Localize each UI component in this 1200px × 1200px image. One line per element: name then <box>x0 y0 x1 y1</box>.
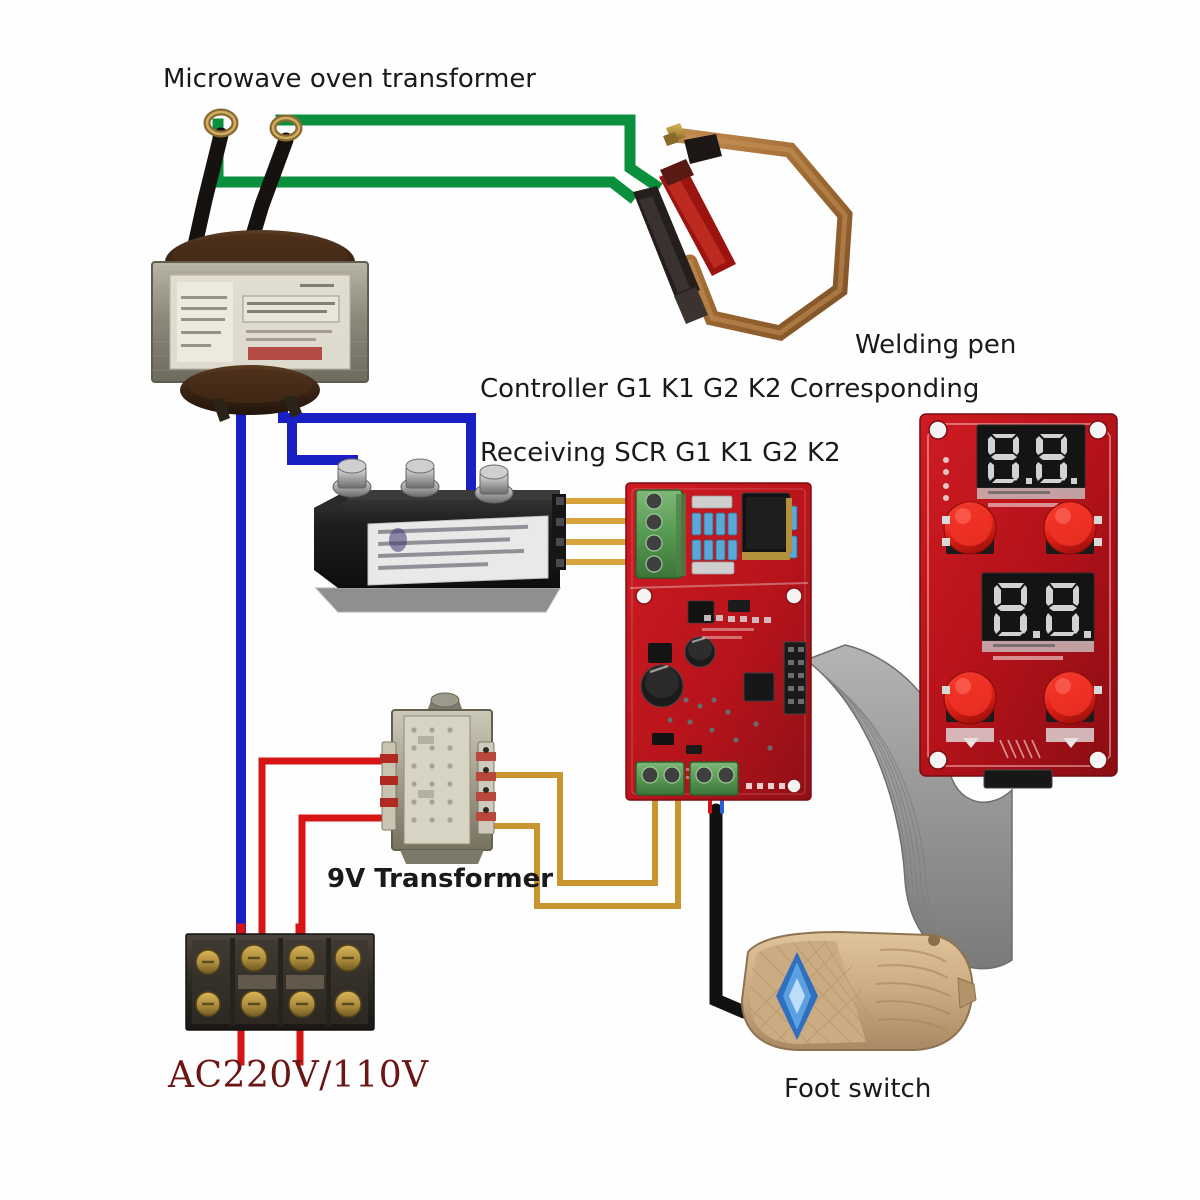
scr-stud-1 <box>332 458 372 498</box>
mot-secondary-lug-1 <box>203 108 239 138</box>
terminal-screws-upper <box>195 944 362 975</box>
label-foot-switch: Foot switch <box>784 1074 932 1104</box>
board-mounting-holes <box>635 587 803 794</box>
panel-button-down-2[interactable] <box>1043 671 1102 725</box>
panel-button-up-2[interactable] <box>942 671 997 725</box>
panel-button-up-1[interactable] <box>942 501 997 555</box>
panel-button-down-1[interactable] <box>1043 501 1102 555</box>
label-9v-transformer: 9V Transformer <box>327 864 554 894</box>
board-components-top <box>691 492 798 575</box>
terminal-screws-lower <box>195 990 362 1018</box>
mot-secondary-lug-2 <box>269 114 303 142</box>
controller-output-terminal-left[interactable] <box>635 761 685 796</box>
scr-stud-2 <box>400 458 440 498</box>
label-controller-mapping: Controller G1 K1 G2 K2 Corresponding <box>480 374 980 404</box>
controller-output-terminal-right[interactable] <box>689 761 739 796</box>
label-scr-mapping: Receiving SCR G1 K1 G2 K2 <box>480 438 841 468</box>
welding-pen-black-electrode <box>633 186 708 324</box>
label-microwave-oven-transformer: Microwave oven transformer <box>163 64 537 94</box>
welding-pen-tip <box>663 123 686 146</box>
label-mains-input: AC220V/110V <box>168 1055 429 1096</box>
welding-pen-cable <box>668 127 853 342</box>
board-components-bottom <box>640 600 775 779</box>
panel-mounting-holes <box>928 420 1108 770</box>
controller-input-terminal[interactable] <box>635 489 686 579</box>
gold-9v-wires <box>483 772 681 909</box>
scr-gate-pins <box>552 494 566 570</box>
welding-pen-red-electrode <box>659 159 736 276</box>
controller-ribbon-header[interactable] <box>783 641 807 715</box>
panel-ribbon-connector[interactable] <box>983 769 1053 789</box>
display-upper <box>976 424 1086 489</box>
scr-stud-3 <box>474 464 514 504</box>
foot-switch-indicator <box>776 952 818 1040</box>
label-welding-pen: Welding pen <box>855 330 1017 360</box>
